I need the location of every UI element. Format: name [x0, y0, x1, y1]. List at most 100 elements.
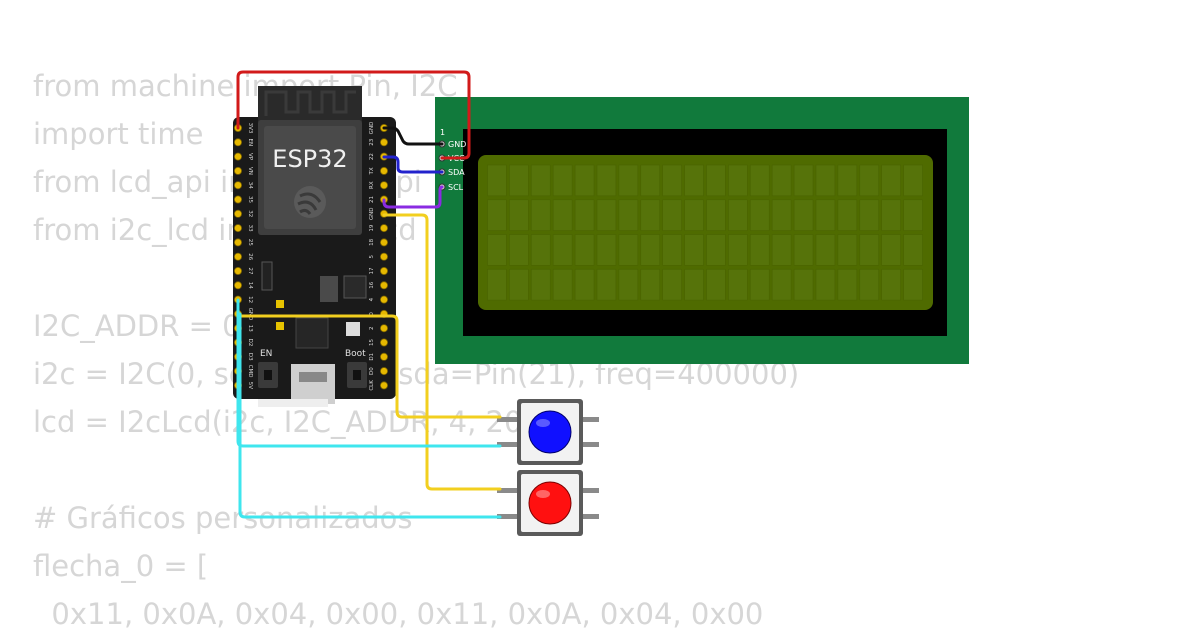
- esp32-pin[interactable]: [233, 166, 242, 175]
- esp32-pin[interactable]: [233, 209, 242, 218]
- wire-sda-blue[interactable]: [382, 155, 444, 174]
- lcd-char-cell: [662, 164, 682, 197]
- esp32-devkit[interactable]: ESP32 EN Boot 3V3ENVPVN34353233252627141…: [233, 86, 396, 407]
- wire-gnd-yellow-blue-button[interactable]: [236, 314, 502, 419]
- lcd-char-cell: [837, 234, 858, 266]
- lcd-char-cell: [728, 164, 748, 197]
- wire-io-cyan-red-button[interactable]: [238, 312, 502, 519]
- lcd-char-cell: [596, 268, 617, 301]
- esp32-pin[interactable]: [379, 352, 388, 361]
- blue-button-cap[interactable]: [528, 410, 572, 454]
- lcd-char-cell: [771, 164, 792, 197]
- lcd-char-cell: [640, 199, 660, 231]
- lcd-char-cell: [530, 199, 551, 231]
- esp32-pin[interactable]: [233, 238, 242, 247]
- lcd-char-cell: [487, 199, 507, 231]
- esp32-pin-label: 26: [247, 253, 253, 260]
- esp32-pin-label: 25: [247, 239, 253, 246]
- lcd-char-cell: [881, 164, 901, 197]
- wires: [236, 70, 502, 519]
- usb-uart-chip: [295, 317, 329, 349]
- esp32-pin[interactable]: [233, 195, 242, 204]
- lcd-char-cell: [552, 234, 573, 266]
- esp32-pin-label: D0: [369, 367, 375, 375]
- esp32-pin-label: 16: [369, 281, 375, 288]
- wire-gnd-black[interactable]: [382, 126, 444, 146]
- esp32-pin[interactable]: [379, 166, 388, 175]
- smd-component: [346, 322, 360, 336]
- esp32-pin-label: D3: [247, 353, 253, 361]
- lcd-char-cell: [618, 268, 639, 301]
- esp32-pin[interactable]: [379, 281, 388, 290]
- lcd-char-cell: [640, 268, 660, 301]
- esp32-pin[interactable]: [379, 295, 388, 304]
- red-pushbutton[interactable]: [497, 470, 599, 536]
- button-leg: [497, 442, 517, 447]
- lcd-char-cell: [684, 199, 704, 231]
- esp32-pin[interactable]: [233, 252, 242, 261]
- button-leg: [583, 514, 599, 519]
- esp32-pin[interactable]: [379, 224, 388, 233]
- button-highlight: [536, 490, 550, 498]
- lcd-char-cell: [662, 268, 682, 301]
- lcd-char-cell: [552, 199, 573, 231]
- lcd-char-cell: [684, 164, 704, 197]
- en-button-cap: [264, 370, 272, 380]
- lcd-display[interactable]: 1 GND VCC SDA SCL: [435, 97, 969, 364]
- lcd-char-cell: [728, 199, 748, 231]
- lcd-char-cell: [530, 268, 551, 301]
- code-line: from machine import Pin, I2C: [33, 69, 458, 103]
- lcd-char-cell: [859, 268, 879, 301]
- lcd-char-grid: [487, 164, 923, 301]
- lcd-char-cell: [684, 268, 704, 301]
- lcd-char-cell: [881, 199, 901, 231]
- lcd-char-cell: [509, 268, 529, 301]
- esp32-pin[interactable]: [379, 367, 388, 376]
- esp32-pin[interactable]: [233, 266, 242, 275]
- lcd-char-cell: [706, 164, 726, 197]
- antenna-trace: [264, 90, 356, 116]
- lcd-char-cell: [771, 268, 792, 301]
- blue-pushbutton[interactable]: [497, 399, 599, 465]
- esp32-pin[interactable]: [379, 181, 388, 190]
- lcd-char-cell: [815, 268, 836, 301]
- esp32-pin[interactable]: [379, 138, 388, 147]
- esp32-pin[interactable]: [379, 266, 388, 275]
- led-indicator: [276, 322, 284, 330]
- esp32-pin[interactable]: [233, 138, 242, 147]
- esp32-label: ESP32: [272, 145, 347, 173]
- esp32-pin-label: 0: [369, 312, 375, 316]
- lcd-char-cell: [574, 268, 595, 301]
- wire-scl-purple[interactable]: [382, 185, 444, 209]
- lcd-char-cell: [859, 164, 879, 197]
- lcd-char-cell: [837, 268, 858, 301]
- esp32-pin-label: CMD: [247, 365, 253, 378]
- esp32-pin-label: RX: [369, 181, 375, 189]
- lcd-char-cell: [530, 234, 551, 266]
- esp32-pin-label: VN: [247, 167, 253, 175]
- wire-vcc-red[interactable]: [236, 70, 471, 160]
- lcd-char-cell: [574, 234, 595, 266]
- esp32-pin[interactable]: [233, 281, 242, 290]
- esp32-pin[interactable]: [379, 338, 388, 347]
- regulator-chip: [320, 276, 338, 302]
- button-leg: [583, 417, 599, 422]
- esp32-pin-label: 21: [369, 196, 375, 203]
- esp32-pin-label: 34: [247, 182, 253, 189]
- esp32-pin[interactable]: [379, 238, 388, 247]
- red-button-cap[interactable]: [528, 481, 572, 525]
- esp32-pin[interactable]: [379, 324, 388, 333]
- esp32-pin[interactable]: [379, 252, 388, 261]
- lcd-char-cell: [815, 164, 836, 197]
- esp32-pin[interactable]: [233, 152, 242, 161]
- usb-opening: [299, 372, 327, 382]
- lcd-char-cell: [596, 199, 617, 231]
- esp32-pin[interactable]: [379, 381, 388, 390]
- lcd-char-cell: [552, 268, 573, 301]
- esp32-pin[interactable]: [233, 181, 242, 190]
- wire-gnd-yellow-red-button[interactable]: [382, 213, 502, 491]
- esp32-pin[interactable]: [233, 224, 242, 233]
- en-button-label: EN: [260, 349, 272, 359]
- esp32-pin-label: 33: [247, 225, 253, 232]
- lcd-char-cell: [771, 199, 792, 231]
